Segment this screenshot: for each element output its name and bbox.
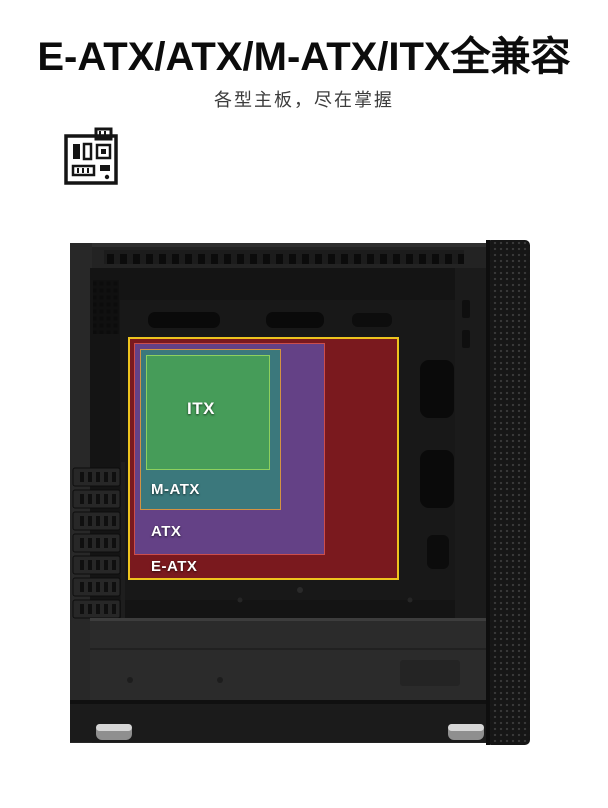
expansion-slots	[72, 462, 125, 622]
front-mesh-panel	[486, 240, 530, 745]
motherboard-icon	[62, 127, 122, 187]
label-atx: ATX	[151, 523, 182, 540]
label-e-atx: E-ATX	[151, 558, 198, 575]
psu-shroud	[90, 618, 487, 703]
page-subtitle: 各型主板，尽在掌握	[214, 90, 394, 110]
page-title: E-ATX/ATX/M-ATX/ITX全兼容	[37, 35, 571, 79]
top-vent	[104, 250, 464, 264]
label-m-atx: M-ATX	[151, 481, 200, 498]
case-base	[70, 700, 487, 742]
label-itx: ITX	[187, 399, 215, 418]
overlay-itx	[146, 355, 270, 470]
motherboard-icon-drawing	[64, 127, 118, 185]
case-feet	[96, 724, 484, 740]
